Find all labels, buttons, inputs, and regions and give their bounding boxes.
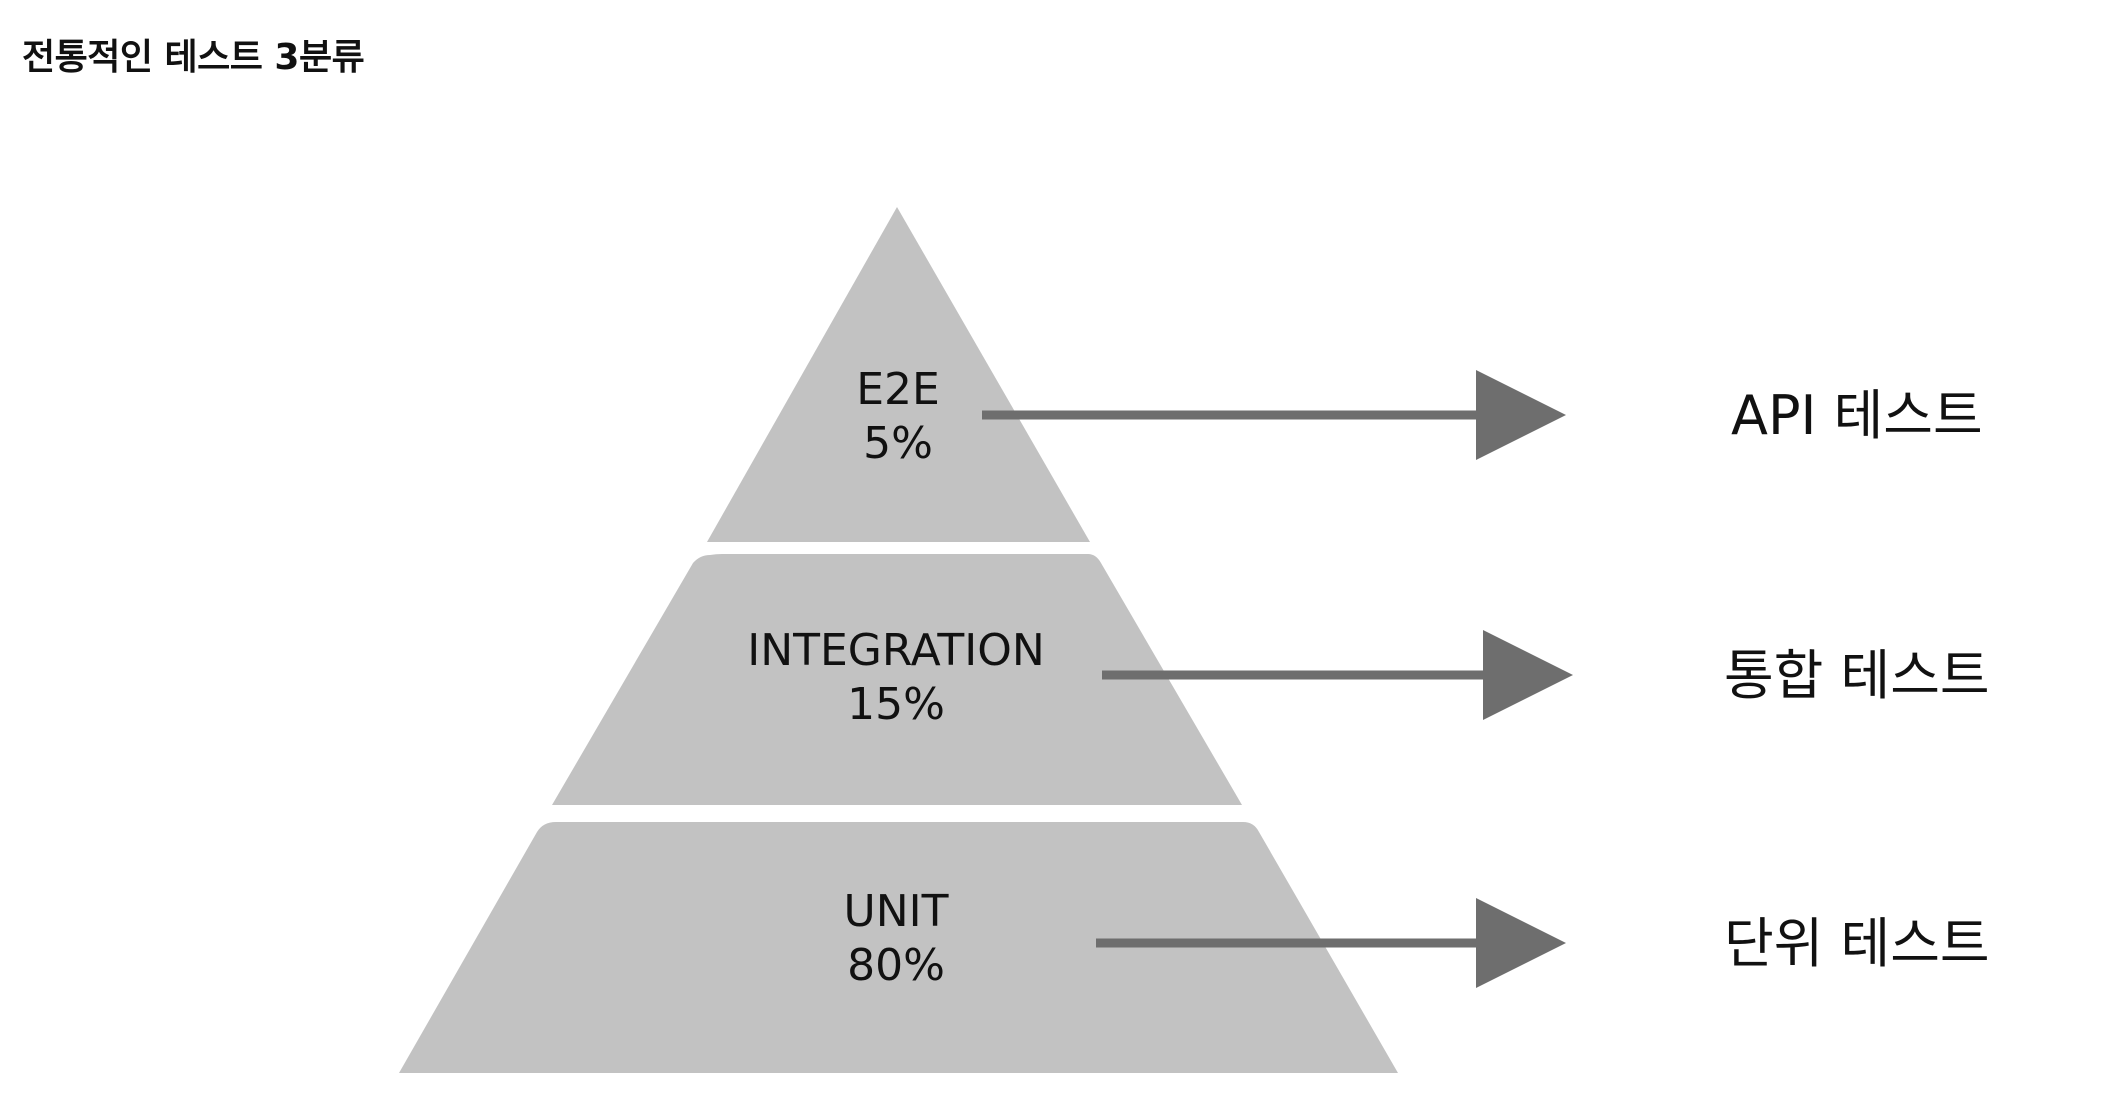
layer-unit-percent: 80%	[847, 940, 945, 991]
layer-e2e-name: E2E	[856, 364, 940, 415]
target-label-unit-test: 단위 테스트	[1724, 912, 1990, 975]
layer-integration-percent: 15%	[847, 679, 945, 730]
layer-integration-name: INTEGRATION	[747, 625, 1045, 676]
layer-unit-name: UNIT	[844, 886, 949, 937]
layer-e2e-percent: 5%	[863, 418, 933, 469]
pyramid-layer-e2e	[707, 207, 1090, 542]
pyramid-layer-unit	[399, 822, 1398, 1073]
target-label-integration-test: 통합 테스트	[1724, 644, 1990, 707]
pyramid-layer-integration	[552, 554, 1242, 805]
page-title: 전통적인 테스트 3분류	[22, 37, 365, 78]
target-label-api-test: API 테스트	[1731, 384, 1983, 447]
